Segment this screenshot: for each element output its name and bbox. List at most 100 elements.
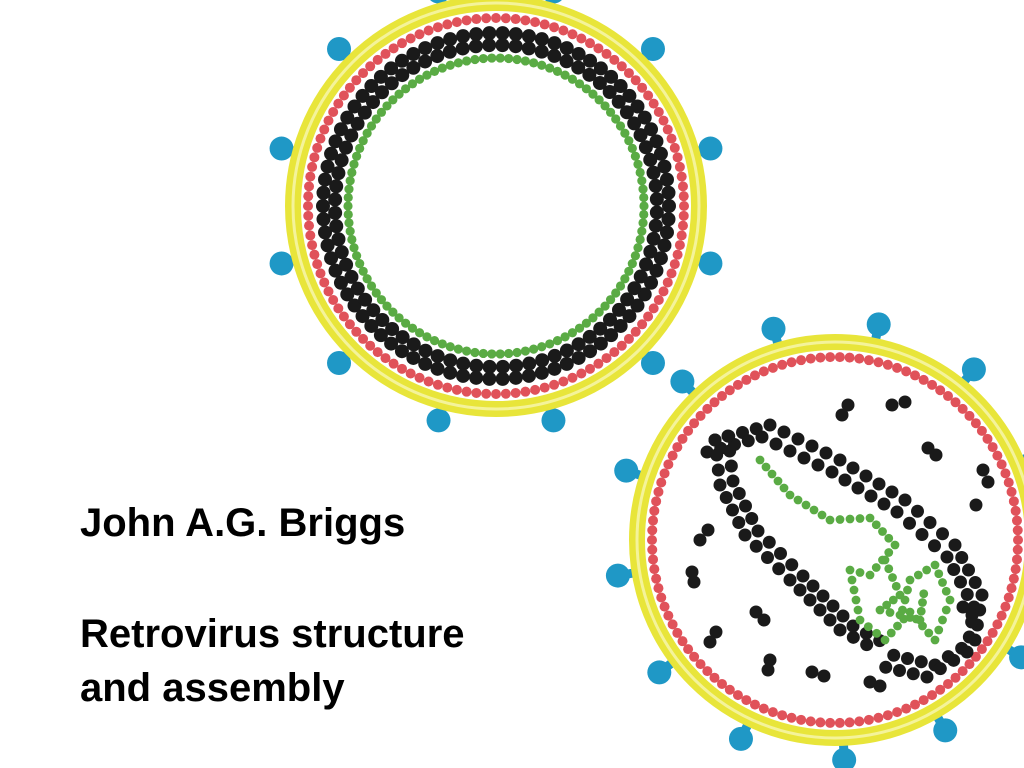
gag-protein-outer: [613, 79, 628, 94]
matrix-protein: [796, 714, 807, 725]
matrix-protein: [365, 340, 376, 351]
capsid-protein: [749, 539, 763, 553]
matrix-protein: [667, 619, 678, 630]
matrix-protein: [647, 535, 657, 545]
matrix-protein: [976, 425, 987, 436]
gag-protein-outer: [657, 159, 672, 174]
glycoprotein-spike-head: [640, 37, 665, 62]
gag-protein-inner: [468, 39, 483, 54]
matrix-protein: [1011, 515, 1022, 526]
viral-rna: [882, 600, 892, 610]
viral-rna: [905, 613, 915, 622]
matrix-protein: [630, 326, 641, 337]
gag-protein-inner: [649, 205, 664, 220]
matrix-protein: [659, 468, 670, 479]
capsid-protein: [923, 516, 937, 529]
capsid-protein: [791, 432, 805, 446]
viral-rna: [633, 159, 643, 169]
gag-protein-outer: [328, 263, 343, 278]
capsid-protein: [761, 551, 774, 564]
gag-protein-outer: [394, 53, 409, 68]
gag-protein-outer: [347, 298, 362, 313]
free-gag-protein: [701, 523, 715, 537]
capsid-protein: [915, 528, 929, 541]
free-gag-protein: [863, 675, 877, 689]
viral-rna: [388, 95, 398, 105]
matrix-protein: [601, 353, 612, 364]
matrix-protein: [471, 14, 482, 25]
gag-protein-inner: [495, 38, 510, 53]
matrix-protein: [315, 268, 326, 279]
gag-protein-outer: [347, 99, 362, 114]
gag-protein-outer: [622, 88, 637, 103]
matrix-protein: [709, 397, 720, 408]
gag-protein-inner: [643, 244, 658, 259]
capsid-protein: [948, 538, 962, 552]
glycoprotein-spike-head: [614, 458, 639, 483]
capsid-protein: [819, 446, 833, 460]
matrix-protein: [653, 486, 664, 497]
viral-rna: [376, 107, 387, 117]
gag-protein-outer: [559, 356, 574, 371]
matrix-protein: [873, 357, 884, 368]
capsid-protein: [833, 453, 847, 467]
capsid-protein: [860, 638, 874, 652]
capsid-protein: [772, 562, 786, 576]
matrix-protein: [304, 220, 315, 231]
free-gag-protein: [703, 635, 717, 649]
gag-protein-outer: [649, 263, 664, 278]
matrix-protein: [530, 384, 541, 395]
matrix-protein: [481, 388, 492, 399]
gag-protein-inner: [582, 329, 597, 344]
gag-protein-outer: [418, 356, 433, 371]
free-gag-protein: [687, 575, 701, 589]
viral-rna: [462, 346, 472, 356]
viral-rna: [552, 336, 563, 346]
matrix-protein: [1013, 535, 1023, 545]
matrix-protein: [414, 29, 425, 40]
capsid-protein: [785, 558, 799, 572]
matrix-protein: [653, 107, 664, 117]
gag-protein-outer: [644, 122, 659, 137]
gag-protein-outer: [443, 365, 458, 380]
matrix-protein: [918, 695, 929, 706]
gag-protein-inner: [547, 48, 562, 63]
matrix-protein: [344, 82, 355, 93]
gag-protein-inner: [602, 312, 617, 327]
gag-protein-outer: [593, 61, 608, 76]
matrix-protein: [312, 142, 323, 153]
gag-protein-inner: [638, 140, 653, 155]
viral-rna: [352, 251, 362, 261]
matrix-protein: [679, 201, 689, 211]
free-gag-protein: [761, 663, 775, 677]
capsid-protein: [885, 485, 899, 499]
gag-protein-outer: [604, 69, 619, 84]
gag-protein-outer: [324, 251, 339, 266]
matrix-protein: [303, 201, 313, 211]
viral-rna: [630, 151, 640, 161]
matrix-protein: [695, 659, 706, 670]
viral-rna: [637, 176, 647, 186]
matrix-protein: [637, 82, 648, 93]
viral-rna: [871, 563, 881, 572]
gag-protein-inner: [482, 359, 497, 374]
matrix-protein: [315, 133, 326, 144]
viral-rna: [453, 344, 463, 354]
gag-protein-outer: [364, 79, 379, 94]
matrix-protein: [358, 68, 369, 79]
matrix-protein: [927, 690, 938, 701]
matrix-protein: [649, 564, 660, 575]
free-gag-protein: [965, 608, 979, 622]
viral-rna: [567, 74, 578, 84]
gag-protein-inner: [559, 54, 574, 69]
gag-protein-outer: [406, 47, 421, 62]
viral-rna: [875, 605, 885, 615]
capsid-protein: [739, 499, 752, 513]
gag-protein-outer: [355, 309, 370, 324]
capsid-protein: [846, 461, 860, 475]
viral-rna: [627, 259, 637, 269]
viral-rna: [615, 121, 626, 131]
matrix-protein: [442, 382, 453, 393]
matrix-protein: [432, 22, 443, 33]
matrix-protein: [777, 710, 788, 721]
